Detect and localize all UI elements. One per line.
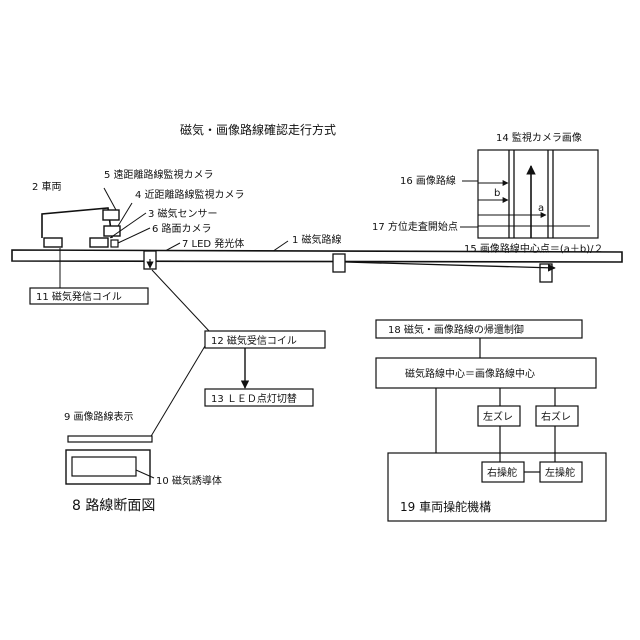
mag-sensor-label: 3 磁気センサー bbox=[148, 207, 218, 220]
far-camera-box bbox=[103, 210, 119, 220]
cross-section-inner bbox=[72, 457, 136, 476]
right-shift-label: 右ズレ bbox=[541, 410, 571, 423]
vehicle-body bbox=[42, 208, 112, 238]
route-label: 1 磁気路線 bbox=[292, 233, 342, 246]
image-route-label: 16 画像路線 bbox=[400, 174, 456, 187]
image-route-display-bar bbox=[68, 436, 152, 442]
mag-conductor-label: 10 磁気誘導体 bbox=[156, 474, 222, 487]
center-formula-label: 15 画像路線中心点＝(a＋b)/２ bbox=[464, 242, 604, 255]
rx-coil-label: 12 磁気受信コイル bbox=[211, 334, 297, 347]
label-b: b bbox=[494, 188, 500, 199]
route-marker-2 bbox=[333, 254, 345, 272]
diagram-title: 磁気・画像路線確認走行方式 bbox=[180, 122, 336, 137]
steering-mechanism-label: 19 車両操舵機構 bbox=[400, 499, 491, 514]
center-equal-label: 磁気路線中心＝画像路線中心 bbox=[405, 367, 535, 380]
label-a: a bbox=[538, 203, 544, 214]
left-shift-label: 左ズレ bbox=[483, 410, 513, 423]
image-route-display-label: 9 画像路線表示 bbox=[64, 410, 134, 423]
far-camera-label: 5 遠距離路線監視カメラ bbox=[104, 168, 214, 181]
route-marker-3 bbox=[540, 264, 552, 282]
direction-start-label: 17 方位走査開始点 bbox=[372, 220, 458, 233]
near-camera-label: 4 近距離路線監視カメラ bbox=[135, 188, 245, 201]
road-camera-box bbox=[111, 240, 118, 247]
monitor-image-label: 14 監視カメラ画像 bbox=[496, 131, 582, 144]
right-steer-label: 右操舵 bbox=[487, 466, 517, 479]
led-switch-label: 13 ＬＥＤ点灯切替 bbox=[211, 392, 297, 405]
left-steer-label: 左操舵 bbox=[545, 466, 575, 479]
near-camera-box bbox=[104, 226, 120, 236]
road-camera-label: 6 路面カメラ bbox=[152, 222, 212, 235]
led-label: 7 LED 発光体 bbox=[182, 237, 244, 250]
rear-wheel bbox=[44, 238, 62, 247]
return-control-label: 18 磁気・画像路線の帰還制御 bbox=[388, 323, 524, 336]
route-direction-arrow bbox=[345, 262, 555, 268]
vehicle bbox=[42, 208, 120, 247]
cross-section-title: 8 路線断面図 bbox=[72, 498, 155, 514]
front-wheel bbox=[90, 238, 108, 247]
vehicle-label: 2 車両 bbox=[32, 180, 62, 193]
tx-coil-label: 11 磁気発信コイル bbox=[36, 290, 122, 303]
